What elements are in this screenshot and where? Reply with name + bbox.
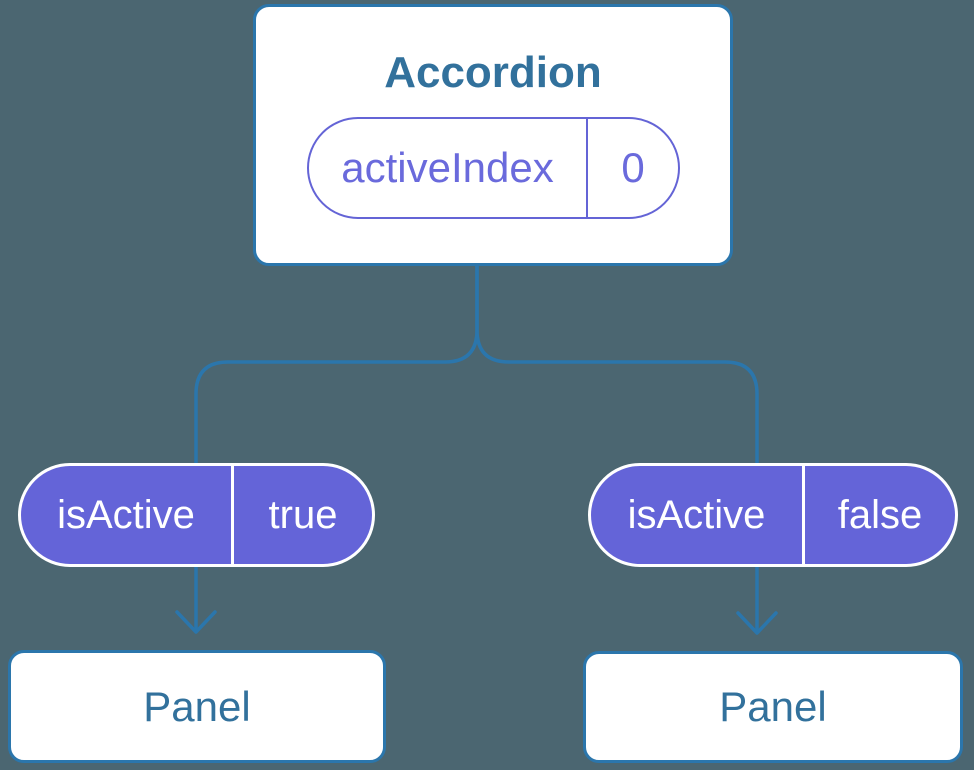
prop-value-label: true (268, 492, 338, 537)
prop-pill-isactive-true: isActive true (18, 463, 375, 567)
state-name-label: activeIndex (309, 119, 588, 217)
prop-name-label: isActive (21, 466, 234, 564)
arrowhead-left-icon (175, 610, 217, 634)
prop-pill-isactive-false: isActive false (588, 463, 958, 567)
arrowhead-right-icon (736, 611, 778, 635)
prop-value-label: false (837, 492, 923, 537)
state-pill-activeindex: activeIndex 0 (307, 117, 680, 219)
prop-name-label: isActive (591, 466, 805, 564)
accordion-title: Accordion (384, 48, 602, 97)
panel-component-box-right: Panel (583, 651, 963, 763)
connector-branch-right (475, 262, 759, 634)
panel-component-box-left: Panel (8, 650, 386, 763)
state-value-label: 0 (621, 144, 645, 191)
panel-title: Panel (143, 682, 251, 730)
connector-branch-left (194, 262, 479, 633)
panel-title: Panel (719, 683, 827, 730)
